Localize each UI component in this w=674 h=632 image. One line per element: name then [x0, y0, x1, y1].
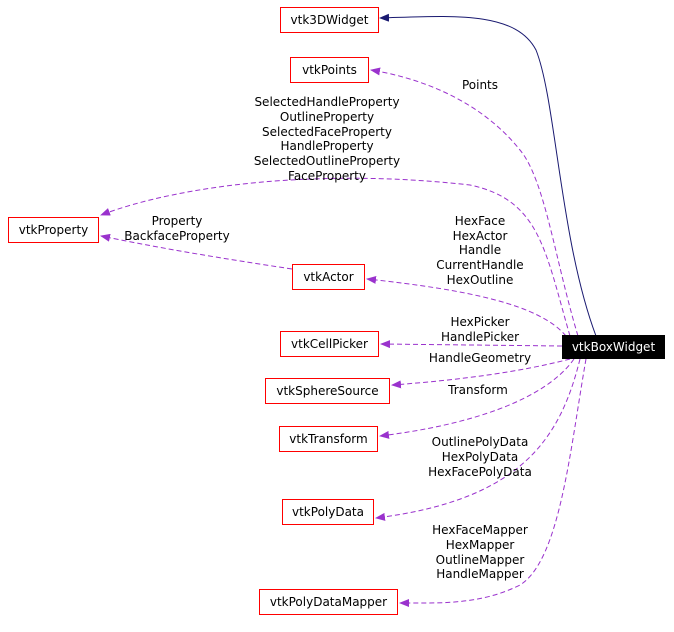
- edge-label-actor: HexFace HexActor Handle CurrentHandle He…: [436, 214, 523, 287]
- edge-points: [370, 67, 579, 337]
- edge-label-line: HexActor: [453, 229, 508, 243]
- node-label: vtkCellPicker: [291, 337, 368, 351]
- node-vtkTransform[interactable]: vtkTransform: [279, 426, 378, 452]
- edge-mapper: [399, 358, 587, 608]
- edge-label-line: HexFacePolyData: [428, 465, 532, 479]
- edge-label-line: CurrentHandle: [436, 258, 523, 272]
- edge-label-line: OutlineMapper: [436, 553, 525, 567]
- edge-label-line: HandleProperty: [280, 139, 373, 153]
- edge-inherits-vtk3DWidget: [379, 13, 597, 337]
- edge-label-line: HandleGeometry: [429, 351, 531, 365]
- edge-label-line: Property: [152, 214, 203, 228]
- edge-label-actor-property: Property BackfaceProperty: [124, 214, 229, 243]
- node-label: vtkPoints: [302, 63, 357, 77]
- edge-label-line: OutlineProperty: [280, 110, 374, 124]
- edge-label-line: Points: [462, 78, 498, 92]
- node-label: vtkPolyDataMapper: [270, 595, 387, 609]
- node-vtkActor[interactable]: vtkActor: [292, 264, 365, 290]
- edge-label-line: SelectedOutlineProperty: [254, 154, 400, 168]
- node-vtkPolyData[interactable]: vtkPolyData: [282, 499, 374, 525]
- node-label: vtkPolyData: [292, 505, 364, 519]
- node-label: vtkTransform: [289, 432, 367, 446]
- node-vtkPolyDataMapper[interactable]: vtkPolyDataMapper: [259, 589, 398, 615]
- edge-label-line: HexOutline: [447, 273, 514, 287]
- node-vtkCellPicker[interactable]: vtkCellPicker: [280, 331, 379, 357]
- edge-label-line: HandlePicker: [441, 330, 519, 344]
- edge-label-line: HexFaceMapper: [432, 523, 528, 537]
- edge-label-line: FaceProperty: [288, 169, 366, 183]
- node-label: vtkBoxWidget: [572, 340, 656, 354]
- edge-label-line: Transform: [447, 383, 508, 397]
- edge-label-polydata: OutlinePolyData HexPolyData HexFacePolyD…: [428, 435, 532, 479]
- edge-picker: [380, 340, 563, 349]
- edge-label-line: BackfaceProperty: [124, 229, 229, 243]
- edge-label-line: SelectedFaceProperty: [262, 125, 392, 139]
- node-label: vtkProperty: [19, 223, 89, 237]
- edge-label-sphere: HandleGeometry: [429, 351, 531, 365]
- edge-sphere: [391, 358, 571, 389]
- node-label: vtkSphereSource: [276, 384, 378, 398]
- edge-label-line: Handle: [459, 243, 501, 257]
- node-label: vtkActor: [303, 270, 353, 284]
- node-vtkSphereSource[interactable]: vtkSphereSource: [265, 378, 390, 404]
- edge-actor: [366, 275, 567, 337]
- edge-label-line: SelectedHandleProperty: [254, 95, 399, 109]
- edge-label-line: HexPicker: [450, 315, 509, 329]
- edge-transform: [379, 358, 575, 439]
- node-vtk3DWidget[interactable]: vtk3DWidget: [280, 7, 379, 33]
- edge-label-line: HexMapper: [446, 538, 515, 552]
- edge-label-box-property: SelectedHandleProperty OutlineProperty S…: [254, 95, 400, 183]
- edge-label-line: OutlinePolyData: [432, 435, 529, 449]
- node-vtkProperty[interactable]: vtkProperty: [8, 217, 99, 243]
- edge-actor-property: [100, 233, 293, 270]
- edge-label-line: HexPolyData: [442, 450, 519, 464]
- edge-polydata: [375, 358, 581, 521]
- edge-label-picker: HexPicker HandlePicker: [441, 315, 519, 344]
- node-label: vtk3DWidget: [291, 13, 369, 27]
- edge-box-property: [100, 177, 571, 337]
- edge-label-line: HandleMapper: [436, 567, 524, 581]
- edge-label-transform: Transform: [447, 383, 508, 397]
- edge-label-mapper: HexFaceMapper HexMapper OutlineMapper Ha…: [432, 523, 528, 581]
- node-vtkPoints[interactable]: vtkPoints: [290, 57, 369, 83]
- edge-label-line: HexFace: [455, 214, 505, 228]
- node-vtkBoxWidget[interactable]: vtkBoxWidget: [562, 335, 665, 359]
- edge-label-points: Points: [462, 78, 498, 92]
